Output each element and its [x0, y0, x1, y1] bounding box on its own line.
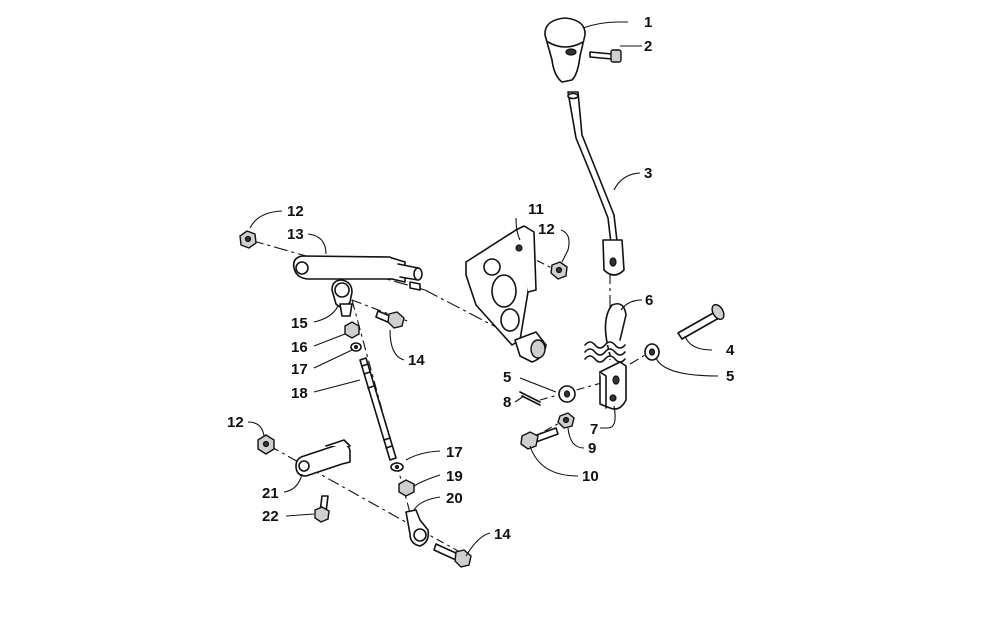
lower-jam-nut	[398, 479, 415, 497]
callout-labels: 1 2 3 4 5 5 6 7 8 9 10 11 12 12 12 13 14…	[227, 14, 735, 543]
callout-9: 9	[588, 440, 596, 457]
lower-washer	[390, 462, 404, 472]
clevis-bolt	[520, 427, 559, 450]
callout-5-left: 5	[503, 369, 511, 386]
callout-6: 6	[645, 292, 653, 309]
shift-knob	[544, 17, 586, 83]
callout-22: 22	[262, 508, 279, 525]
washer-left	[558, 385, 576, 403]
shift-lever	[567, 91, 625, 276]
callout-16: 16	[291, 339, 308, 356]
link-bolt	[314, 495, 330, 523]
cotter-pin	[519, 391, 541, 406]
clevis-pin	[677, 303, 725, 340]
callout-21: 21	[262, 485, 279, 502]
mounting-bracket	[465, 225, 547, 363]
threaded-rod	[359, 357, 397, 461]
leader-lines	[247, 21, 719, 557]
callout-12-lower: 12	[227, 414, 244, 431]
callout-11: 11	[528, 201, 544, 218]
upper-ball-joint	[331, 279, 353, 317]
lower-bolt	[433, 543, 472, 568]
callout-14-upper: 14	[408, 352, 425, 369]
lower-link	[295, 439, 351, 477]
callout-10: 10	[582, 468, 599, 485]
knob-screw	[589, 49, 622, 63]
lock-nut	[557, 412, 575, 429]
upper-washer	[350, 342, 362, 352]
upper-bolt	[375, 310, 405, 329]
callout-2: 2	[644, 38, 652, 55]
callout-8: 8	[503, 394, 511, 411]
bracket-nut	[550, 261, 568, 280]
lower-nut	[257, 434, 275, 455]
spring	[584, 302, 627, 363]
callout-17-upper: 17	[291, 361, 308, 378]
callout-15: 15	[291, 315, 308, 332]
callout-18: 18	[291, 385, 308, 402]
upper-jam-nut	[344, 321, 360, 339]
callout-12-bracket: 12	[538, 221, 555, 238]
upper-nut	[239, 230, 257, 249]
washer-right	[644, 343, 660, 361]
callout-17-lower: 17	[446, 444, 463, 461]
callout-7: 7	[590, 421, 598, 438]
callout-13: 13	[287, 226, 304, 243]
callout-1: 1	[644, 14, 652, 31]
callout-3: 3	[644, 165, 652, 182]
clevis	[599, 361, 627, 410]
callout-20: 20	[446, 490, 463, 507]
lower-ball-joint	[405, 509, 430, 547]
callout-14-lower: 14	[494, 526, 511, 543]
callout-19: 19	[446, 468, 463, 485]
callout-12-top: 12	[287, 203, 304, 220]
callout-5-right: 5	[726, 368, 734, 385]
callout-4: 4	[726, 342, 735, 359]
shift-arm	[292, 255, 423, 291]
